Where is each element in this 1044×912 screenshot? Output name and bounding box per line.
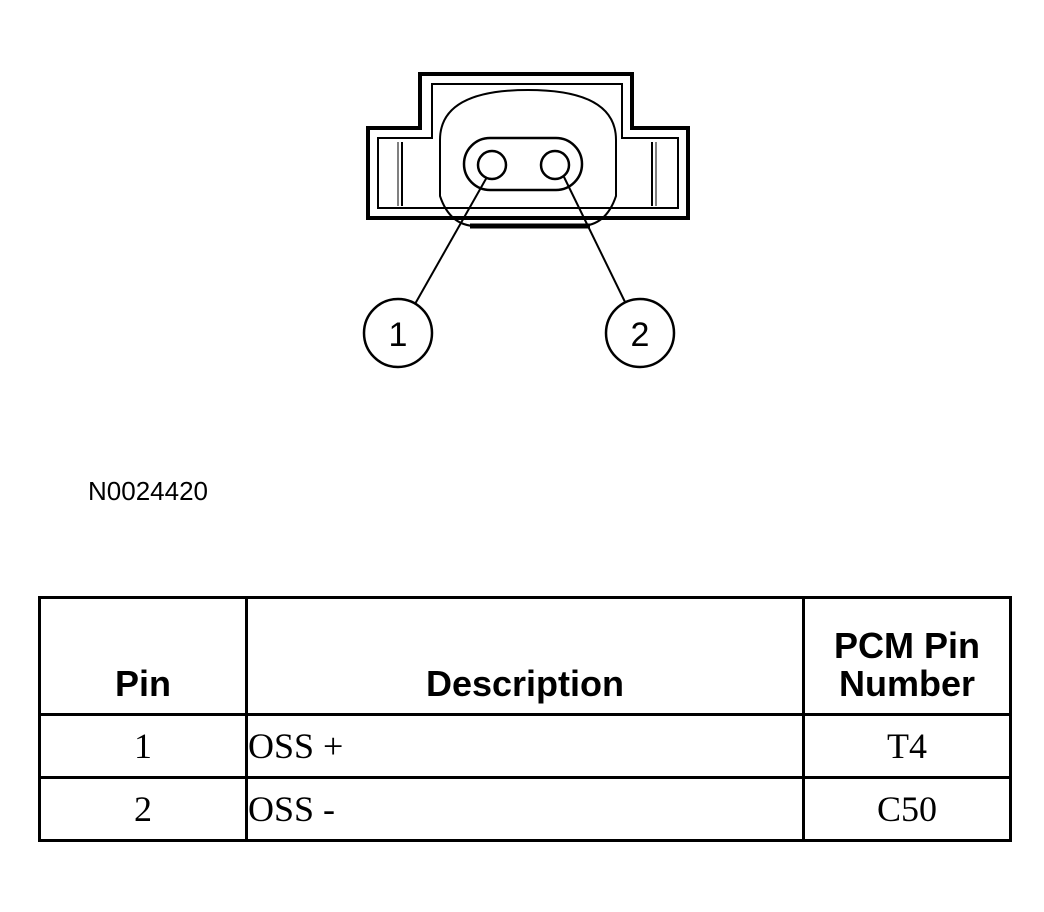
cell-description: OSS + xyxy=(245,713,805,779)
leader-lines xyxy=(414,176,627,305)
table-row: 2 OSS - C50 xyxy=(38,776,1012,842)
callout-1: 1 xyxy=(362,297,434,369)
cell-pcm-pin: C50 xyxy=(802,776,1012,842)
figure-id: N0024420 xyxy=(88,476,208,506)
connector-housing xyxy=(366,72,690,220)
callout-1-label: 1 xyxy=(389,316,408,354)
callout-2-label: 2 xyxy=(631,316,650,354)
header-description: Description xyxy=(245,596,805,716)
cell-pin: 1 xyxy=(38,713,248,779)
connector-diagram: 1 2 xyxy=(362,72,690,369)
table-row: 1 OSS + T4 xyxy=(38,713,1012,779)
pin-2-terminal xyxy=(539,149,571,181)
pin-terminals xyxy=(476,149,571,181)
pin-table: Pin Description PCM Pin Number 1 OSS + T… xyxy=(38,596,1012,842)
cell-description: OSS - xyxy=(245,776,805,842)
connector-face xyxy=(439,88,617,229)
pin-1-terminal xyxy=(476,149,508,181)
leader-line-2 xyxy=(563,176,627,305)
cell-pcm-pin: T4 xyxy=(802,713,1012,779)
cell-pin: 2 xyxy=(38,776,248,842)
leader-line-1 xyxy=(414,176,488,305)
header-pcm-pin-number: PCM Pin Number xyxy=(802,596,1012,716)
header-pin: Pin xyxy=(38,596,248,716)
header-pcm-line-2: Number xyxy=(838,663,976,704)
callout-2: 2 xyxy=(604,297,676,369)
header-pcm-line-1: PCM Pin xyxy=(833,625,980,666)
table-header-row: Pin Description PCM Pin Number xyxy=(38,596,1012,716)
